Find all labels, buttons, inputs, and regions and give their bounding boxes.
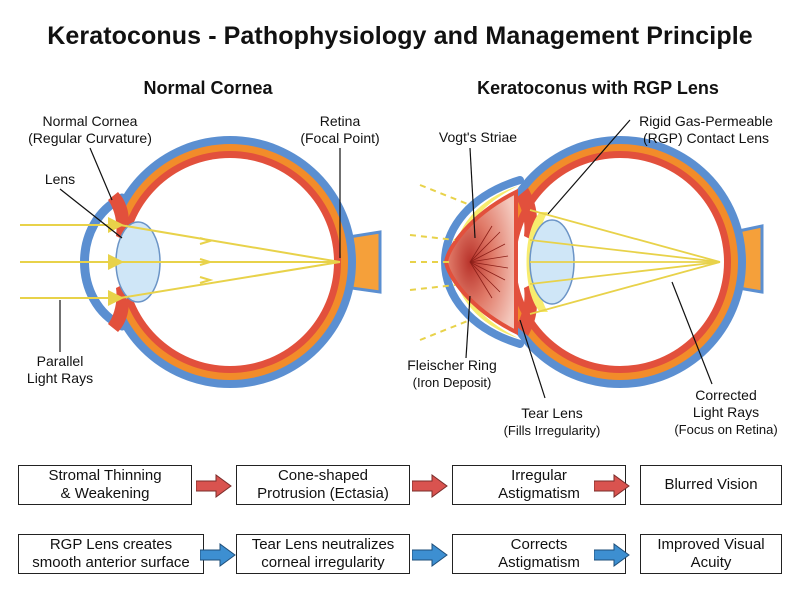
parallel-light-rays <box>20 217 341 306</box>
label-vogts-striae: Vogt's Striae <box>439 129 517 145</box>
pathophysiology-flow: Stromal Thinning & Weakening Cone-shaped… <box>0 465 800 509</box>
blue-arrow-icon <box>200 543 236 567</box>
label-normal-cornea: Normal Cornea(Regular Curvature) <box>28 113 152 146</box>
incoming-rays <box>409 184 471 341</box>
management-flow: RGP Lens creates smooth anterior surface… <box>0 534 800 578</box>
red-arrow-icon <box>594 474 630 498</box>
vogts-striae <box>469 225 509 299</box>
keratoconus-eye <box>409 119 764 399</box>
flow-box-rgp-smooth-surface: RGP Lens creates smooth anterior surface <box>18 534 204 574</box>
label-rgp-lens: Rigid Gas-Permeable(RGP) Contact Lens <box>639 113 773 146</box>
keratoconus-panel-title: Keratoconus with RGP Lens <box>477 78 719 98</box>
label-fleischer-ring: Fleischer Ring(Iron Deposit) <box>407 357 496 390</box>
normal-eye <box>20 136 382 388</box>
iris-upper-right <box>516 188 537 240</box>
flow-box-tear-lens-neutralizes: Tear Lens neutralizes corneal irregulari… <box>236 534 410 574</box>
keratoconus-cornea <box>443 188 518 336</box>
flow-box-blurred-vision: Blurred Vision <box>640 465 782 505</box>
normal-cornea-panel-title: Normal Cornea <box>143 78 273 98</box>
red-arrow-icon <box>196 474 232 498</box>
label-retina: Retina(Focal Point) <box>300 113 379 146</box>
flow-box-improved-acuity: Improved Visual Acuity <box>640 534 782 574</box>
label-tear-lens: Tear Lens(Fills Irregularity) <box>504 405 601 438</box>
blue-arrow-icon <box>412 543 448 567</box>
corrected-light-rays <box>529 209 721 315</box>
label-lens: Lens <box>45 171 75 187</box>
flow-box-stromal-thinning: Stromal Thinning & Weakening <box>18 465 192 505</box>
eye-diagrams: Normal Cornea(Regular Curvature) Retina(… <box>20 113 778 438</box>
red-arrow-icon <box>412 474 448 498</box>
flow-box-cone-protrusion: Cone-shaped Protrusion (Ectasia) <box>236 465 410 505</box>
page-title: Keratoconus - Pathophysiology and Manage… <box>47 22 753 50</box>
blue-arrow-icon <box>594 543 630 567</box>
